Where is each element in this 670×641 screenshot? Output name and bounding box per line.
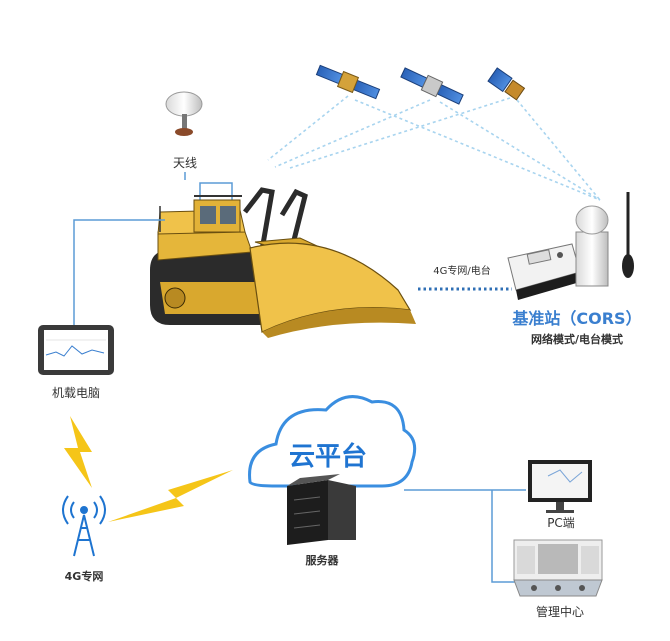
server-icon — [287, 474, 356, 545]
control-center-icon — [513, 539, 603, 597]
tablet-icon — [38, 325, 114, 375]
bulldozer-icon — [150, 187, 416, 338]
antenna-cables — [184, 172, 233, 202]
tower-label: 4G专网 — [65, 569, 104, 583]
tower-icon — [62, 495, 106, 557]
right-connections — [404, 489, 528, 583]
antenna-icon — [165, 91, 203, 136]
link-label: 4G专网/电台 — [433, 264, 490, 277]
satellite-icon — [487, 67, 526, 101]
cors-station-icon — [507, 192, 634, 300]
lightning-icon — [108, 470, 233, 522]
cors-mode: 网络模式/电台模式 — [531, 332, 623, 346]
onboard-pc-label: 机载电脑 — [52, 386, 100, 400]
satellite-icon — [400, 67, 464, 105]
server-label: 服务器 — [306, 553, 340, 567]
pc-label: PC端 — [547, 516, 575, 530]
cors-title: 基准站（CORS） — [511, 309, 641, 328]
cloud-label: 云平台 — [289, 441, 367, 472]
monitor-icon — [528, 460, 592, 513]
satellite-signals — [267, 95, 601, 201]
lightning-icon — [64, 416, 92, 488]
mgmt-label: 管理中心 — [536, 604, 584, 619]
onboard-connection — [73, 219, 165, 325]
cloud-icon — [248, 395, 417, 488]
antenna-label: 天线 — [173, 156, 197, 170]
satellite-icon — [315, 64, 381, 100]
